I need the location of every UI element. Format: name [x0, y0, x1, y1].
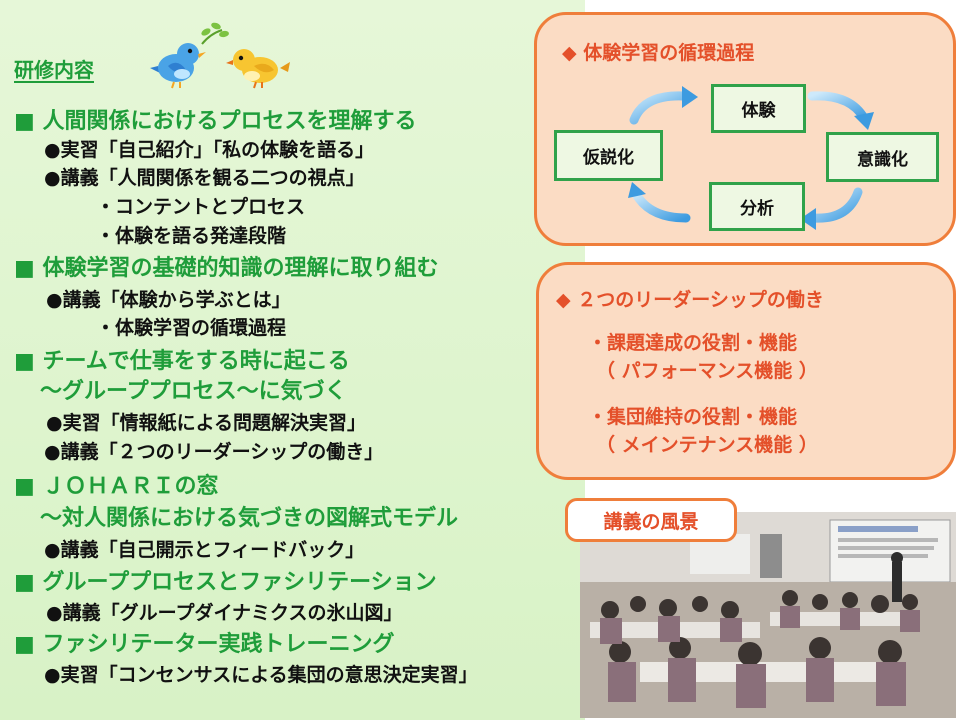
topic-subitem: ●実習「情報紙による問題解決実習」 — [46, 412, 367, 434]
learning-cycle-title: ◆ 体験学習の循環過程 — [562, 42, 755, 64]
cycle-step-awareness: 意識化 — [826, 132, 939, 182]
topic-subitem: ●講義「人間関係を観る二つの視点」 — [44, 167, 365, 189]
leadership-title: ◆ ２つのリーダーシップの働き — [556, 289, 824, 311]
lecture-photo-label: 講義の風景 — [565, 498, 737, 542]
arrow-hypothesis-to-experience-icon — [629, 91, 689, 125]
birds-illustration — [150, 22, 290, 89]
topic-heading: ■ チームで仕事をする時に起こる — [14, 349, 350, 374]
leadership-performance: （ パフォーマンス機能 ） — [596, 360, 818, 382]
arrow-experience-to-awareness-icon — [807, 91, 869, 123]
leadership-maintenance-role: ・集団維持の役割・機能 — [588, 406, 798, 428]
topic-subitem: ●講義「グループダイナミクスの氷山図」 — [46, 602, 403, 624]
topic-heading: ■ ファシリテーター実践トレーニング — [14, 632, 395, 657]
arrow-analysis-to-hypothesis-icon — [631, 189, 691, 223]
curriculum-panel — [0, 0, 585, 720]
arrow-awareness-to-analysis-icon — [809, 187, 863, 223]
section-title: 研修内容 — [14, 58, 94, 82]
topic-subitem: ●講義「自己開示とフィードバック」 — [44, 539, 365, 561]
topic-heading: ■ ＪＯＨＡＲＩの窓 — [14, 474, 219, 499]
yellow-bird-icon — [226, 49, 290, 89]
leaf-sprig-icon — [201, 22, 229, 45]
cycle-step-hypothesis: 仮説化 — [554, 130, 663, 181]
leadership-task-role: ・課題達成の役割・機能 — [588, 332, 798, 354]
topic-subitem: ●講義「体験から学ぶとは」 — [46, 289, 291, 311]
topic-subitem: ●講義「２つのリーダーシップの働き」 — [44, 441, 384, 463]
topic-subitem: ●実習「自己紹介」「私の体験を語る」 — [44, 139, 375, 161]
topic-detail: ・体験学習の循環過程 — [96, 317, 287, 339]
cycle-step-analysis: 分析 — [709, 182, 805, 231]
topic-heading: ■ グループプロセスとファシリテーション — [14, 570, 437, 595]
cycle-arrows — [628, 86, 874, 230]
topic-detail: ・コンテントとプロセス — [96, 196, 306, 218]
leadership-box — [536, 262, 956, 480]
cycle-step-experience: 体験 — [711, 84, 806, 133]
topic-heading: ■ 人間関係におけるプロセスを理解する — [14, 109, 417, 134]
lecture-photo — [580, 512, 956, 718]
topic-subitem: ●実習「コンセンサスによる集団の意思決定実習」 — [44, 664, 478, 686]
topic-heading: ■ 体験学習の基礎的知識の理解に取り組む — [14, 256, 439, 281]
topic-heading-cont: ～対人関係における気づきの図解式モデル — [40, 506, 459, 531]
topic-detail: ・体験を語る発達段階 — [96, 225, 287, 247]
leadership-maintenance: （ メインテナンス機能 ） — [596, 434, 818, 456]
blue-bird-icon — [150, 43, 206, 89]
topic-heading-cont: ～グループプロセス～に気づく — [40, 379, 347, 404]
